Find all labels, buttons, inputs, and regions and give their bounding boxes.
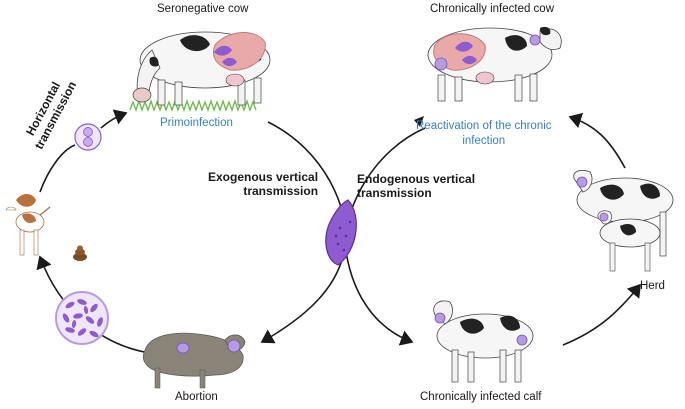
tissue-cyst-icon bbox=[55, 291, 109, 345]
fetus-icon bbox=[142, 332, 246, 389]
tachyzoite-icon bbox=[325, 199, 357, 266]
exogenous-label: Exogenous vertical transmission bbox=[208, 170, 318, 198]
endogenous-line-1: Endogenous vertical bbox=[357, 172, 476, 186]
endogenous-line-2: transmission bbox=[357, 186, 432, 200]
calf-to-herd-arrow bbox=[562, 283, 641, 346]
grass-icon bbox=[129, 98, 257, 112]
herd-icon bbox=[573, 170, 674, 272]
endogenous-label: Endogenous vertical transmission bbox=[357, 172, 475, 200]
feces-icon bbox=[73, 245, 87, 261]
chronically-infected-cow-label: Chronically infected cow bbox=[430, 3, 555, 15]
dog-to-oocyst-arrow bbox=[39, 144, 76, 193]
calf-icon bbox=[433, 300, 534, 383]
reactivation-arrowhead bbox=[414, 116, 424, 127]
chronically-infected-calf-label: Chronically infected calf bbox=[420, 391, 542, 403]
reactivation-line-1: Reactivation of the chronic bbox=[416, 120, 552, 132]
reactivation-line-2: infection bbox=[462, 135, 506, 147]
exogenous-line-1: Exogenous vertical bbox=[208, 170, 319, 184]
oocyst-icon bbox=[74, 123, 102, 151]
dog-icon bbox=[5, 194, 51, 256]
herd-label: Herd bbox=[640, 280, 665, 292]
seronegative-cow-label: Seronegative cow bbox=[157, 3, 249, 15]
endogenous-arrow bbox=[344, 244, 414, 346]
reactivation-label: Reactivation of the chronic infection bbox=[416, 119, 552, 149]
abortion-label: Abortion bbox=[175, 391, 218, 403]
exogenous-line-2: transmission bbox=[243, 184, 319, 198]
primoinfection-label: Primoinfection bbox=[160, 117, 233, 129]
herd-to-cow-arrow bbox=[568, 112, 626, 169]
oocyst-to-cow-arrow bbox=[100, 109, 128, 129]
chronically-infected-cow-icon bbox=[427, 26, 562, 102]
seronegative-cow-icon bbox=[132, 31, 271, 106]
